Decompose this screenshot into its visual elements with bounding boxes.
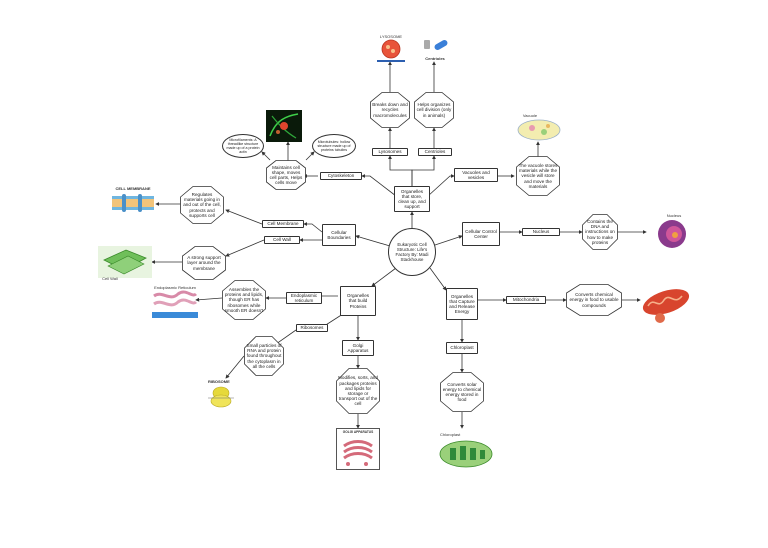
desc-cell-membrane-text: Regulates materials going in and out of … (183, 191, 221, 218)
mitochondria-image (642, 289, 690, 323)
desc-centrioles-text: Helps organizes cell division (only in a… (416, 102, 452, 118)
octagon-shape (244, 336, 284, 376)
organelle-nucleus[interactable]: Nucleus (522, 228, 560, 236)
centrioles-image-label: Centrioles (425, 56, 445, 61)
cloud-microtubules[interactable]: Microtubules: hollow structure made up o… (312, 134, 356, 158)
organelle-cell-membrane[interactable]: Cell Membrane (262, 220, 304, 228)
desc-mitochondria-text: Converts chemical energy in food to usab… (569, 292, 619, 308)
organelle-mitochondria[interactable]: Mitochondria (506, 296, 546, 304)
nucleus-image (658, 220, 686, 248)
desc-lysosomes-text: Breaks down and recycles macromolecules (372, 102, 408, 118)
desc-nucleus[interactable]: Contains the DNA and instructions on how… (582, 214, 618, 250)
membrane-image-label: CELL MEMBRANE (115, 186, 151, 191)
octagon-shape (516, 156, 560, 196)
organelle-centrioles[interactable]: Centrioles (418, 148, 452, 156)
desc-nucleus-text: Contains the DNA and instructions on how… (585, 218, 615, 245)
desc-ribosomes-text: Small particles of RNA and protein found… (246, 342, 282, 369)
group-energy[interactable]: Organelles that Capture and Release Ener… (446, 288, 478, 320)
organelle-er[interactable]: Endoplasmic reticulum (286, 292, 322, 304)
lysosome-image (377, 39, 405, 62)
desc-vacuoles[interactable]: The vacuole stores materials while the v… (516, 156, 560, 196)
desc-cytoskeleton[interactable]: Maintains cell shape, moves cell parts, … (266, 160, 306, 190)
octagon-shape (180, 186, 224, 224)
organelle-golgi[interactable]: Golgi Apparatus (342, 340, 374, 356)
octagon-shape (370, 92, 410, 128)
er-image (152, 290, 198, 318)
desc-cell-wall-text: A strong support layer around the membra… (187, 255, 221, 271)
octagon-shape (266, 160, 306, 190)
vacuole-image (517, 119, 561, 141)
cell-wall-image-label: Cell Wall (102, 276, 118, 281)
desc-mitochondria[interactable]: Converts chemical energy in food to usab… (566, 284, 622, 316)
chloroplast-image-label: Chloroplast (440, 432, 461, 437)
organelle-cytoskeleton[interactable]: Cytoskeleton (320, 172, 362, 180)
desc-er[interactable]: Assembles the proteins and lipids, thoug… (222, 280, 266, 320)
octagon-shape (414, 92, 454, 128)
desc-golgi-text: Modifies, sorts, and packages proteins a… (338, 375, 378, 407)
desc-chloroplast-text: Converts solar energy to chemical energy… (442, 381, 482, 403)
center-topic[interactable]: Eukaryotic Cell Structure: Life's Factor… (388, 228, 436, 276)
octagon-shape (222, 280, 266, 320)
desc-er-text: Assembles the proteins and lipids, thoug… (224, 286, 264, 313)
chloroplast-image (439, 440, 493, 468)
desc-centrioles[interactable]: Helps organizes cell division (only in a… (414, 92, 454, 128)
ribosome-image (208, 386, 234, 408)
organelle-lysosomes[interactable]: Lysosomes (372, 148, 408, 156)
desc-chloroplast[interactable]: Converts solar energy to chemical energy… (440, 372, 484, 412)
desc-lysosomes[interactable]: Breaks down and recycles macromolecules (370, 92, 410, 128)
vacuole-image-label: Vacuole (522, 113, 538, 118)
cloud-microfilaments[interactable]: Microfilaments: A threadlike structure m… (222, 134, 264, 158)
octagon-shape (582, 214, 618, 250)
ribosome-image-label: RIBOSOME (208, 379, 230, 384)
octagon-shape (182, 246, 226, 280)
centrioles-image (424, 40, 448, 50)
desc-cell-membrane[interactable]: Regulates materials going in and out of … (180, 186, 224, 224)
group-cleanup[interactable]: Organelles that store, clean up, and sup… (394, 186, 430, 212)
organelle-vacuoles[interactable]: Vacuoles and vesicles (454, 168, 498, 182)
group-control[interactable]: Cellular Control Center (462, 222, 500, 246)
organelle-cell-wall[interactable]: Cell Wall (264, 236, 300, 244)
desc-cytoskeleton-text: Maintains cell shape, moves cell parts, … (269, 164, 303, 186)
golgi-image-label: GOLGI APPARATUS (342, 430, 374, 434)
desc-cell-wall[interactable]: A strong support layer around the membra… (182, 246, 226, 280)
octagon-shape (440, 372, 484, 412)
golgi-image (343, 440, 373, 466)
cell-wall-image (98, 246, 152, 278)
group-build[interactable]: Organelles that build Proteins (340, 286, 376, 316)
cytoskeleton-image (266, 110, 302, 142)
desc-ribosomes[interactable]: Small particles of RNA and protein found… (244, 336, 284, 376)
group-boundary[interactable]: Cellular Boundaries (322, 224, 356, 246)
organelle-ribosomes[interactable]: Ribosomes (296, 324, 328, 332)
nucleus-image-label: Nucleus (666, 213, 682, 218)
desc-golgi[interactable]: Modifies, sorts, and packages proteins a… (336, 368, 380, 414)
er-image-label: Endoplasmic Reticulum (154, 285, 196, 290)
cell-membrane-image (112, 194, 154, 212)
octagon-shape (566, 284, 622, 316)
lysosome-image-label: LYSOSOME (379, 34, 403, 39)
organelle-chloroplast[interactable]: Chloroplast (446, 342, 478, 354)
octagon-shape (336, 368, 380, 414)
desc-vacuoles-text: The vacuole stores materials while the v… (518, 162, 558, 189)
